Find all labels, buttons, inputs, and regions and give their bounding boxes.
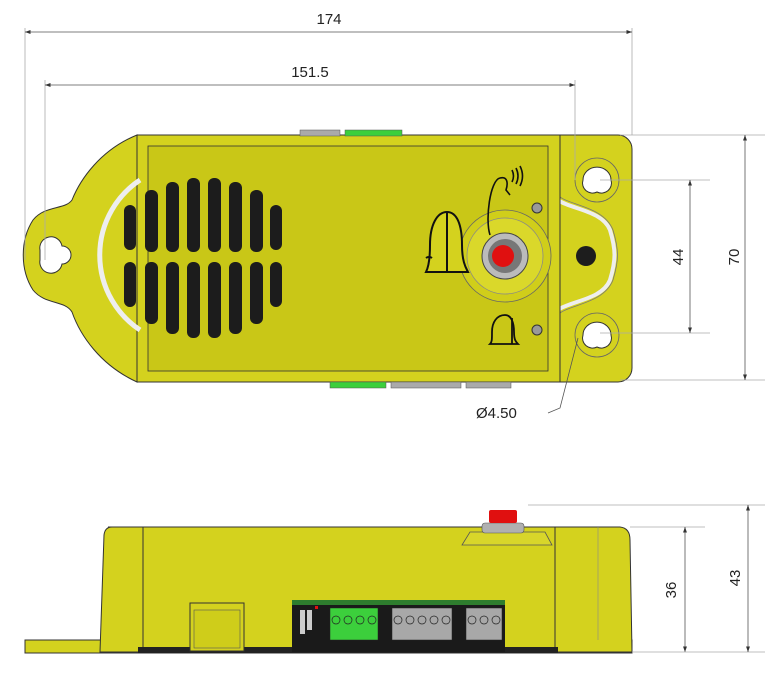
indicator-led-top	[531, 202, 543, 214]
right-plate-groove	[550, 140, 617, 378]
dimension-151-5: 151.5	[44, 64, 576, 260]
terminal-green	[329, 607, 379, 641]
dimension-36: 36	[630, 526, 705, 652]
bell-icon	[424, 210, 470, 273]
dimension-label: 36	[663, 582, 680, 599]
speaking-head-icon	[487, 165, 524, 236]
dimension-70: 70	[620, 134, 765, 381]
indicator-led-bottom	[531, 324, 543, 336]
dimension-44: 44	[600, 179, 710, 334]
left-mounting-flap	[22, 134, 138, 383]
right-flank	[554, 526, 633, 653]
dimension-hole-diameter: Ø4.50	[476, 337, 579, 422]
connector-bottom-green	[329, 381, 387, 389]
screw-hole	[576, 246, 596, 266]
dimension-label: Ø4.50	[476, 405, 517, 422]
keyhole-bottom	[574, 312, 620, 358]
left-flank	[99, 526, 144, 653]
rj45-port	[189, 602, 245, 652]
dimension-label: 44	[670, 249, 687, 266]
dimension-43: 43	[528, 504, 765, 653]
left-keyhole	[39, 236, 72, 274]
button-side	[461, 510, 553, 546]
connector-bottom-grey	[390, 381, 462, 389]
speaker-grille	[97, 177, 282, 338]
terminal-block-area	[292, 600, 505, 652]
top-view	[22, 129, 633, 389]
dimension-label: 174	[316, 11, 341, 28]
dimension-label: 70	[726, 249, 743, 266]
dimension-label: 151.5	[291, 64, 329, 81]
connector-bottom-grey-2	[465, 381, 512, 389]
side-view	[24, 510, 633, 654]
dimension-174: 174	[24, 11, 633, 260]
connector-top-green	[344, 129, 403, 137]
small-bell-icon	[487, 314, 521, 345]
connector-top-grey	[299, 129, 341, 137]
dimension-label: 43	[727, 570, 744, 587]
call-button	[458, 209, 552, 303]
